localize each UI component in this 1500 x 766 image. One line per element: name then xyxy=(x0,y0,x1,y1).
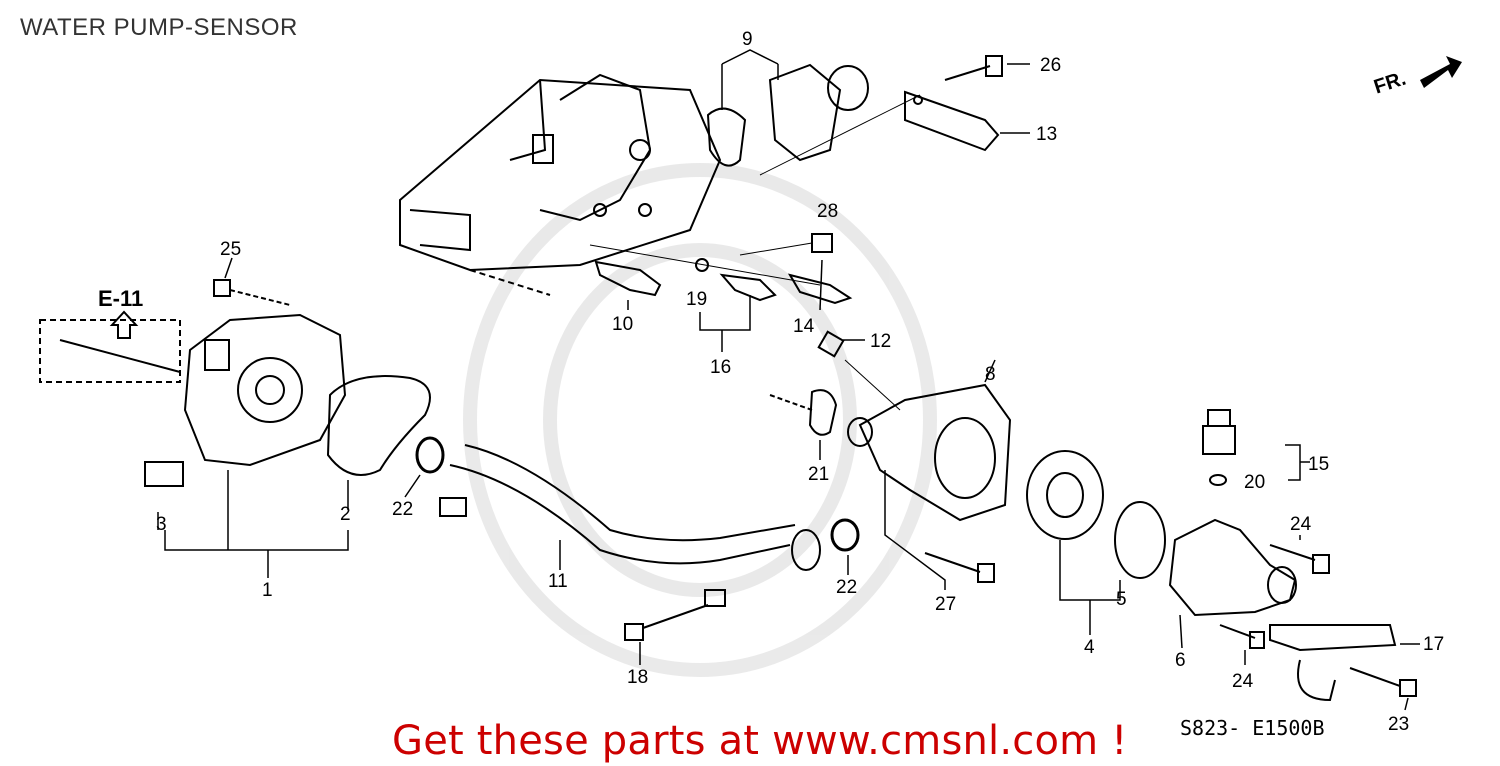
callout-26: 26 xyxy=(1040,55,1061,76)
callout-2: 2 xyxy=(340,504,351,525)
footer-link[interactable]: Get these parts at www.cmsnl.com ! xyxy=(392,718,1128,764)
callout-4: 4 xyxy=(1084,637,1095,658)
callout-14: 14 xyxy=(793,316,815,337)
callout-6: 6 xyxy=(1175,650,1186,671)
part-22-o-rings xyxy=(415,436,860,552)
callout-3: 3 xyxy=(156,514,167,535)
part-15-sensor xyxy=(1202,409,1236,486)
part-28-plug xyxy=(739,233,833,256)
callout-22a: 22 xyxy=(392,499,413,520)
diagram-code: S823- E1500B xyxy=(1180,716,1325,740)
callout-20: 20 xyxy=(1244,472,1265,493)
part-4-thermostat xyxy=(1026,450,1166,579)
part-8-thermostat-housing xyxy=(847,383,1012,522)
callout-11: 11 xyxy=(548,571,568,592)
part-1-water-pump xyxy=(39,313,347,467)
part-12-sensor xyxy=(817,330,901,411)
callout-27: 27 xyxy=(935,594,956,615)
part-27-bolt xyxy=(924,552,995,583)
callout-18: 18 xyxy=(627,667,648,688)
part-3-seal xyxy=(144,461,184,487)
part-2-gasket xyxy=(326,375,431,476)
sensor-parts xyxy=(589,244,853,305)
callout-10: 10 xyxy=(612,314,633,335)
callout-5: 5 xyxy=(1116,589,1127,610)
cylinder-head-illustration xyxy=(399,73,722,296)
part-25-bolt xyxy=(213,279,291,306)
part-6-thermostat-cover xyxy=(1168,518,1297,617)
callout-24a: 24 xyxy=(1290,514,1312,535)
callout-16: 16 xyxy=(710,357,731,378)
callout-9: 9 xyxy=(742,29,753,50)
callout-17: 17 xyxy=(1423,634,1444,655)
callout-15: 15 xyxy=(1308,454,1329,475)
part-17-bracket xyxy=(1269,624,1397,702)
callout-21: 21 xyxy=(808,464,829,485)
part-11-water-pipe xyxy=(439,444,821,607)
reference-label: E-11 xyxy=(98,286,144,311)
callout-28: 28 xyxy=(817,201,838,222)
part-18-bolt xyxy=(624,604,709,641)
part-13-bracket xyxy=(904,90,1000,152)
part-21-gasket xyxy=(769,389,838,436)
callout-22b: 22 xyxy=(836,577,857,598)
front-direction-arrow-icon xyxy=(1420,56,1462,88)
callout-24b: 24 xyxy=(1232,671,1254,692)
callout-8: 8 xyxy=(985,364,996,385)
leader-lines xyxy=(157,49,1420,711)
callout-25: 25 xyxy=(220,239,241,260)
callout-13: 13 xyxy=(1036,124,1057,145)
part-24-23-bolts xyxy=(1219,544,1417,697)
reference-up-arrow-icon xyxy=(109,310,139,339)
watermark-logo xyxy=(463,163,937,677)
part-9-water-outlet xyxy=(706,63,921,176)
callout-12: 12 xyxy=(870,331,891,352)
part-26-bolt xyxy=(944,55,1003,81)
callout-labels: 1 2 3 4 5 6 8 9 10 11 12 13 14 15 16 17 … xyxy=(156,29,1444,735)
callout-23: 23 xyxy=(1388,714,1409,735)
page-title: WATER PUMP-SENSOR xyxy=(20,14,298,41)
callout-1: 1 xyxy=(262,580,273,601)
callout-19: 19 xyxy=(686,289,707,310)
